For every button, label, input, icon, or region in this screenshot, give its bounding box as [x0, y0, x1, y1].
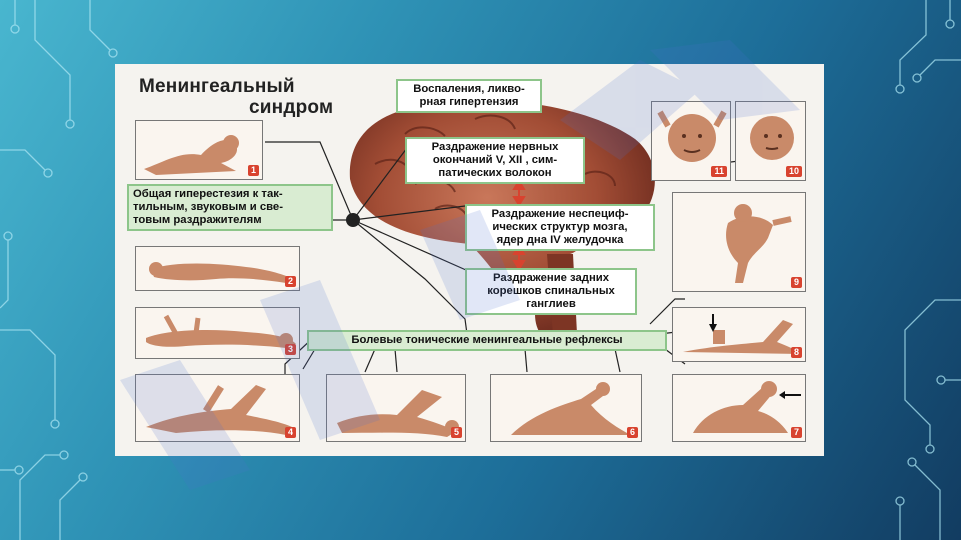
illustration-panel-4: 4: [135, 374, 300, 442]
illustration-panel-7: 7: [672, 374, 806, 442]
illustration-panel-2: 2: [135, 246, 300, 291]
label-hyperesthesia: Общая гиперестезия к так-тильным, звуков…: [127, 184, 333, 231]
illustration-panel-10: 10: [735, 101, 806, 181]
label-reflexes: Болевые тонические менингеальные рефлекс…: [307, 330, 667, 351]
illustration-panel-11: 11: [651, 101, 731, 181]
page-title: Менингеальный: [139, 76, 295, 97]
label-nonspecific: Раздражение неспециф-ических структур мо…: [465, 204, 655, 251]
illustration-panel-8: 8: [672, 307, 806, 362]
illustration-panel-6: 6: [490, 374, 642, 442]
illustration-panel-1: 1: [135, 120, 263, 180]
meningeal-syndrome-figure: Менингеальный синдром Воспаления, ликво-…: [115, 64, 824, 456]
page-subtitle: синдром: [249, 97, 334, 118]
illustration-panel-5: 5: [326, 374, 466, 442]
label-inflammation: Воспаления, ликво-рная гипертензия: [396, 79, 542, 113]
illustration-panel-3: 3: [135, 307, 300, 359]
illustration-panel-9: 9: [672, 192, 806, 292]
